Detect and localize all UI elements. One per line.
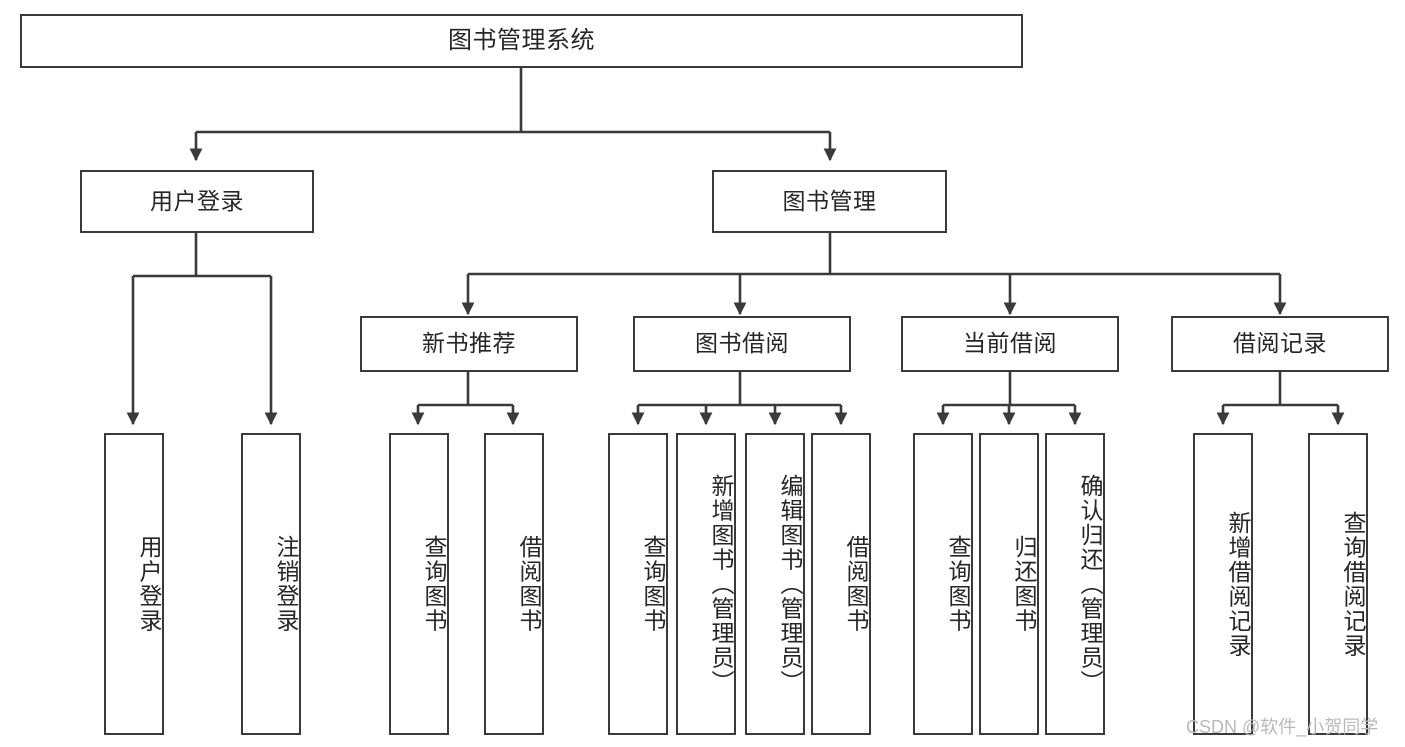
node-root[interactable]: 图书管理系统 [20,14,1023,68]
node-leaf-add-book[interactable]: 新增图书（管理员） [676,433,736,735]
node-leaf-query-record-label: 查询借阅记录 [1340,510,1366,658]
node-leaf-query-record[interactable]: 查询借阅记录 [1308,433,1368,735]
node-leaf-confirm-return-label: 确认归还（管理员） [1077,473,1103,695]
node-leaf-query-book-2[interactable]: 查询图书 [608,433,668,735]
node-leaf-add-record-label: 新增借阅记录 [1225,510,1251,658]
node-leaf-edit-book-label: 编辑图书（管理员） [777,473,803,695]
node-leaf-logout-login[interactable]: 注销登录 [241,433,301,735]
node-leaf-user-login-label: 用户登录 [136,535,162,633]
node-leaf-user-login[interactable]: 用户登录 [104,433,164,735]
node-leaf-borrow-book-1[interactable]: 借阅图书 [484,433,544,735]
watermark: CSDN @软件_小贺同学 [1186,717,1379,737]
node-book-manage[interactable]: 图书管理 [712,170,947,233]
node-new-book-recommend[interactable]: 新书推荐 [360,316,578,372]
node-user-login[interactable]: 用户登录 [80,170,314,233]
node-leaf-logout-login-label: 注销登录 [273,535,299,633]
node-leaf-edit-book[interactable]: 编辑图书（管理员） [745,433,805,735]
node-leaf-add-book-label: 新增图书（管理员） [708,473,734,695]
node-leaf-add-record[interactable]: 新增借阅记录 [1193,433,1253,735]
node-new-book-recommend-label: 新书推荐 [422,330,516,357]
node-leaf-borrow-book-1-label: 借阅图书 [516,535,542,633]
node-leaf-return-book[interactable]: 归还图书 [979,433,1039,735]
node-leaf-borrow-book-2-label: 借阅图书 [843,535,869,633]
node-leaf-query-book-3[interactable]: 查询图书 [913,433,973,735]
node-leaf-query-book-3-label: 查询图书 [945,535,971,633]
node-borrow-record[interactable]: 借阅记录 [1171,316,1389,372]
node-borrow-record-label: 借阅记录 [1233,330,1327,357]
node-book-borrow-label: 图书借阅 [695,330,789,357]
node-leaf-return-book-label: 归还图书 [1011,535,1037,633]
node-leaf-query-book-1-label: 查询图书 [421,535,447,633]
node-book-manage-label: 图书管理 [782,187,877,214]
node-current-borrow-label: 当前借阅 [963,330,1057,357]
node-current-borrow[interactable]: 当前借阅 [901,316,1119,372]
node-leaf-query-book-1[interactable]: 查询图书 [389,433,449,735]
node-root-label: 图书管理系统 [448,26,595,54]
node-book-borrow[interactable]: 图书借阅 [633,316,851,372]
node-user-login-label: 用户登录 [150,187,244,214]
node-leaf-confirm-return[interactable]: 确认归还（管理员） [1045,433,1105,735]
node-leaf-borrow-book-2[interactable]: 借阅图书 [811,433,871,735]
node-leaf-query-book-2-label: 查询图书 [640,535,666,633]
